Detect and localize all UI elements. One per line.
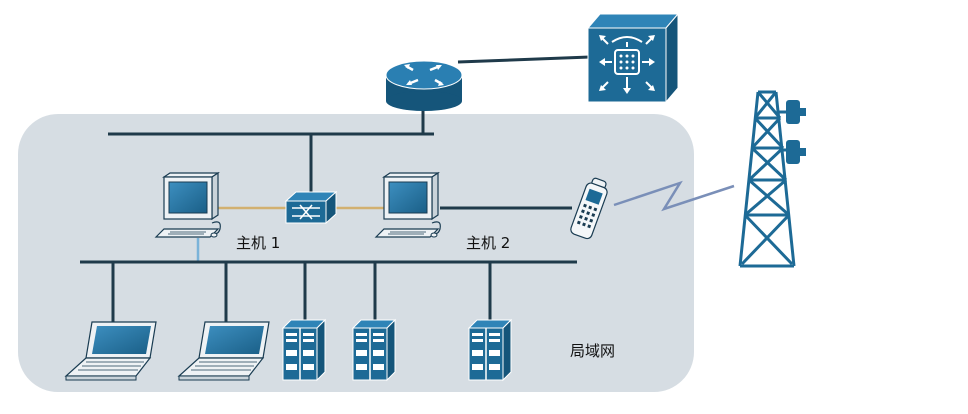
voice-switch-icon [586, 12, 680, 104]
host1-label: 主机 1 [236, 234, 281, 252]
router-icon [385, 60, 463, 111]
hub-icon [284, 190, 338, 225]
server-icon [467, 318, 513, 382]
host2-label: 主机 2 [466, 234, 511, 252]
wireless-link [613, 180, 735, 212]
router-switch-link [457, 55, 591, 64]
laptop-icon [177, 321, 270, 381]
laptop-icon [64, 321, 157, 381]
lan-label: 局域网 [570, 342, 616, 360]
server-icon [281, 318, 327, 382]
workstation-icon [154, 171, 221, 238]
mobile-phone-icon [570, 177, 608, 240]
cell-tower-icon [738, 90, 800, 268]
server-icon [351, 318, 397, 382]
workstation-icon [374, 171, 441, 238]
antenna-icon [786, 100, 806, 164]
